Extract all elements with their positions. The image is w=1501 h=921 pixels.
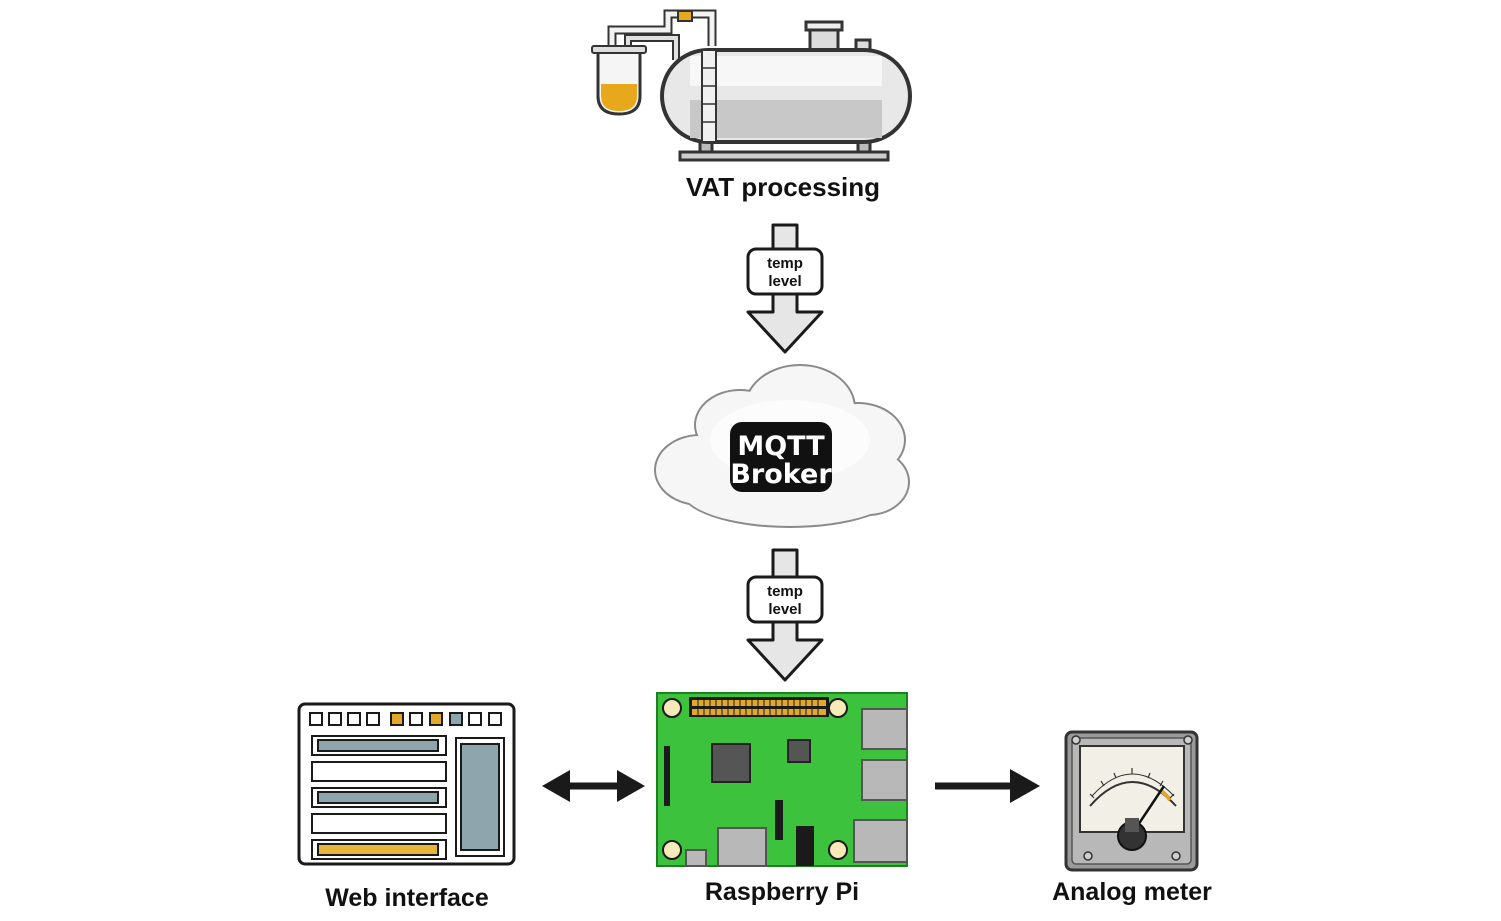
data-tag-bottom-line2: level: [768, 601, 801, 618]
analog-meter-icon: [1064, 730, 1199, 872]
raspberry-pi-label: Raspberry Pi: [705, 878, 859, 906]
data-tag-top-line1: temp: [767, 255, 803, 272]
analog-meter-label: Analog meter: [1052, 878, 1212, 906]
data-tag-bottom-line1: temp: [767, 583, 803, 600]
data-tag-top: [746, 247, 824, 296]
web-panel-icon: [297, 702, 516, 866]
output-arrow: [935, 769, 1040, 803]
broker-badge: [730, 422, 832, 492]
vat-label: VAT processing: [686, 172, 880, 202]
data-tag-bottom: [746, 575, 824, 624]
web-interface-label: Web interface: [325, 884, 489, 912]
bidirectional-arrow: [542, 770, 645, 802]
broker-line2: Broker: [730, 459, 832, 490]
tank-icon: [591, 9, 912, 162]
broker-line1: MQTT: [737, 431, 825, 462]
data-tag-top-line2: level: [768, 273, 801, 290]
raspberry-pi-icon: [656, 692, 908, 867]
